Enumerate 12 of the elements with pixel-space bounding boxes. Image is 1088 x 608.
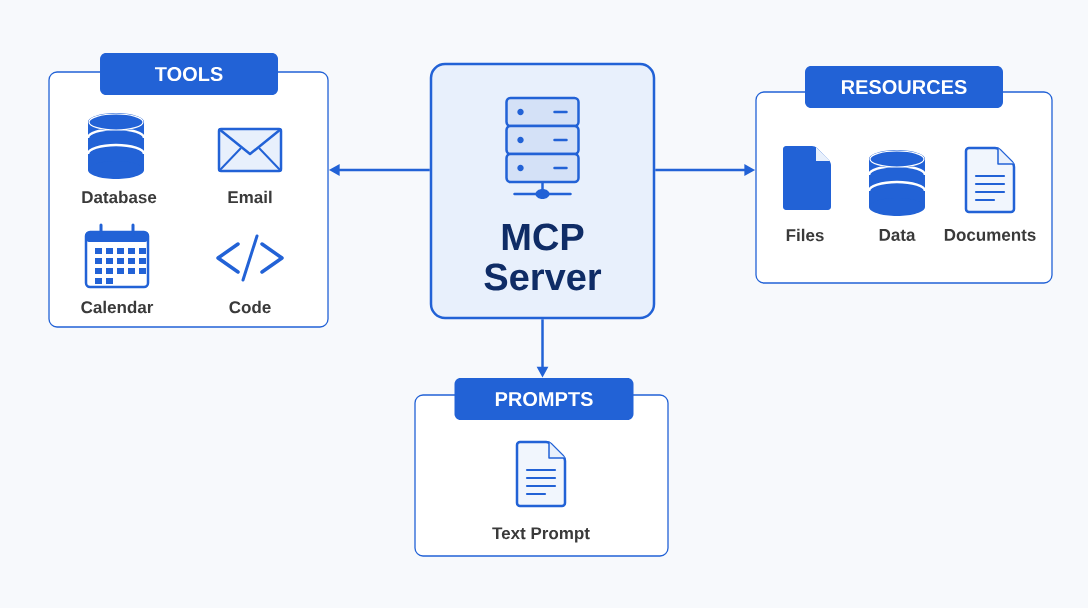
item-label: Calendar [81,300,154,314]
heading-badge: RESOURCES [805,66,1003,108]
item-label: Email [228,190,272,204]
item-label: Data [879,229,916,241]
server-label: MCP Server [484,223,602,291]
heading-badge: TOOLS [100,53,278,95]
item-label: Documents [944,229,1036,241]
heading-badge: PROMPTS [454,378,634,420]
item-label: Database [82,190,157,204]
item-label: Text Prompt [492,527,590,543]
item-label: Files [786,228,824,242]
item-label: Code [229,300,271,314]
